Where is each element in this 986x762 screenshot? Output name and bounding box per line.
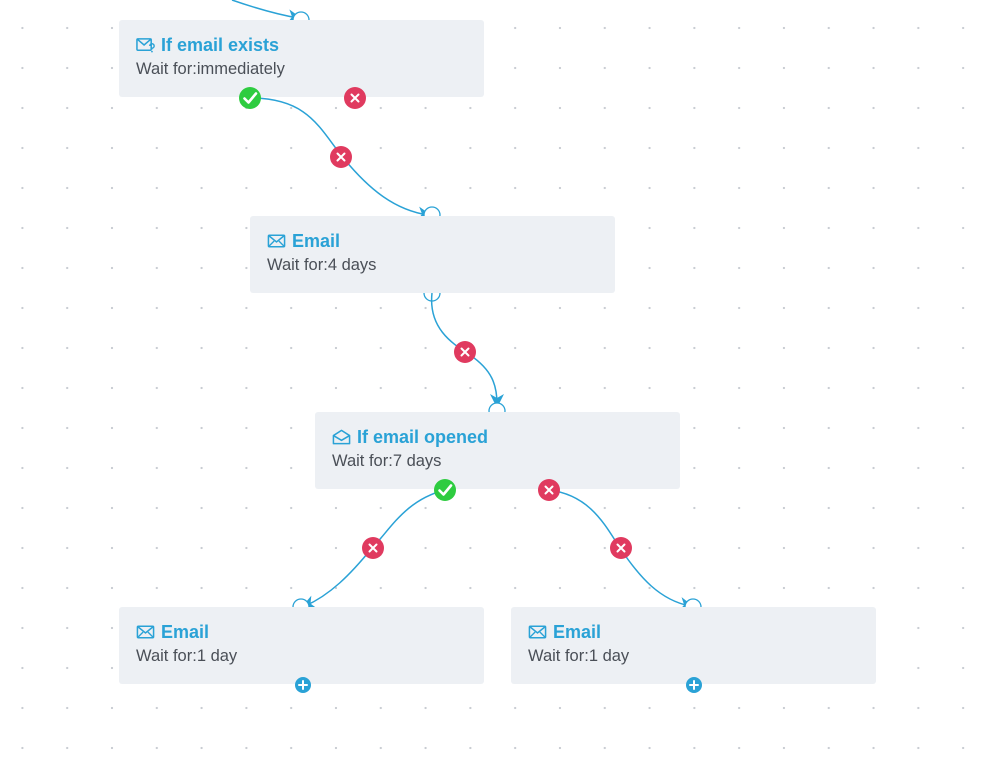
delete-connection-icon[interactable] <box>610 537 632 559</box>
node-email-2[interactable]: Email Wait for:1 day <box>119 607 484 684</box>
node-email-3[interactable]: Email Wait for:1 day <box>511 607 876 684</box>
add-step-plus-icon[interactable] <box>295 677 311 693</box>
node-wait: Wait for:immediately <box>136 60 285 78</box>
node-wait: Wait for:7 days <box>332 452 442 470</box>
node-title: Email <box>161 622 210 642</box>
delete-connection-icon[interactable] <box>330 146 352 168</box>
envelope-open-icon <box>332 429 351 445</box>
node-title: If email opened <box>357 427 489 447</box>
envelope-icon <box>267 234 286 248</box>
node-wait: Wait for:1 day <box>528 647 630 665</box>
add-step-plus-icon[interactable] <box>686 677 702 693</box>
connection-line[interactable] <box>231 0 302 24</box>
delete-connection-icon[interactable] <box>454 341 476 363</box>
node-title-row: If email opened <box>332 426 680 448</box>
node-if-email-opened[interactable]: If email opened Wait for:7 days <box>315 412 680 489</box>
no-branch-close-icon[interactable] <box>344 87 366 109</box>
yes-branch-check-icon[interactable] <box>239 87 261 109</box>
envelope-question-icon <box>136 38 155 53</box>
node-email-1[interactable]: Email Wait for:4 days <box>250 216 615 293</box>
node-title-row: If email exists <box>136 34 484 56</box>
node-title-row: Email <box>528 621 876 643</box>
node-title: Email <box>553 622 602 642</box>
node-title-row: Email <box>267 230 615 252</box>
delete-connection-icon[interactable] <box>362 537 384 559</box>
node-if-email-exists[interactable]: If email exists Wait for:immediately <box>119 20 484 97</box>
node-wait: Wait for:4 days <box>267 256 377 274</box>
yes-branch-check-icon[interactable] <box>434 479 456 501</box>
node-title: If email exists <box>161 35 280 55</box>
node-title-row: Email <box>136 621 484 643</box>
node-wait: Wait for:1 day <box>136 647 238 665</box>
node-title: Email <box>292 231 341 251</box>
no-branch-close-icon[interactable] <box>538 479 560 501</box>
envelope-icon <box>136 625 155 639</box>
envelope-icon <box>528 625 547 639</box>
